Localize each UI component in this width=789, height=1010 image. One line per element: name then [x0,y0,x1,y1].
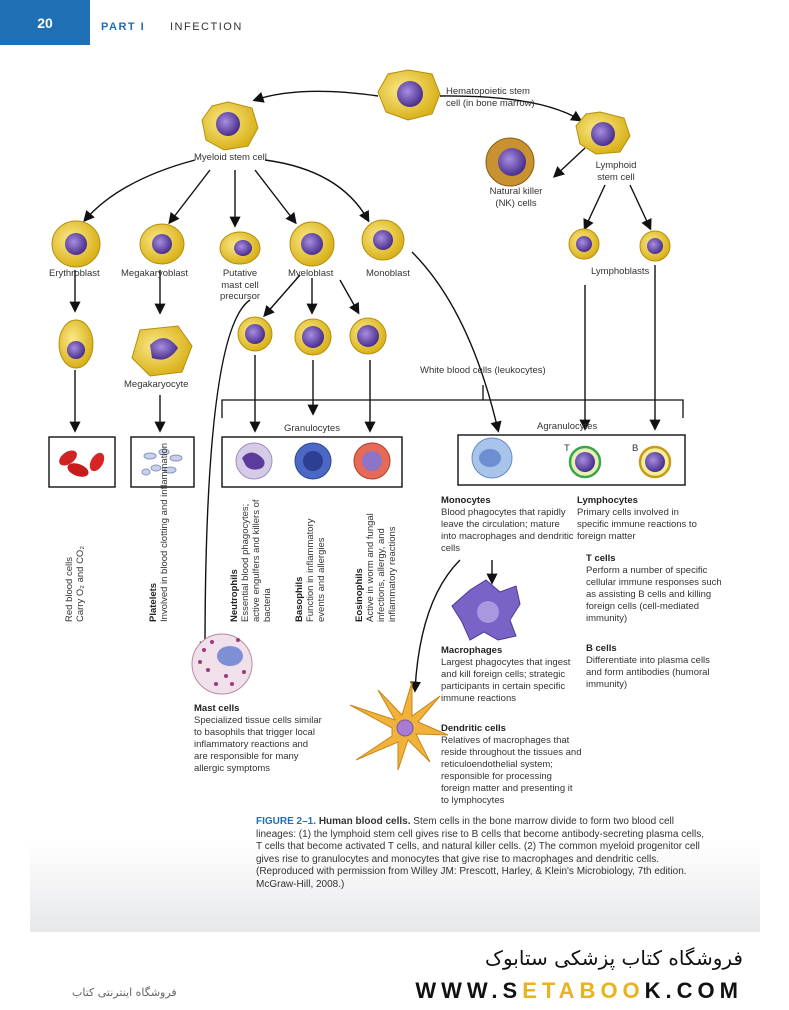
logo-tagline: فروشگاه اینترنتی کتاب [72,986,177,999]
label-b-marker: B [632,443,639,454]
label-wbc: White blood cells (leukocytes) [420,365,546,376]
label-putative-mast: Putative mast cell precursor [219,268,261,302]
dendritic-cell [349,681,449,771]
store-name: فروشگاه کتاب پزشکی ستابوک [485,946,743,970]
label-erythroblast: Erythroblast [49,268,100,279]
mast-precursor-cell [219,231,261,265]
eosinophil-cell [353,442,391,480]
lineage-arrows [69,90,661,693]
store-url[interactable]: WWW.SETABOOK.COM [415,978,743,1003]
label-agranulocytes: Agranulocytes [537,421,598,432]
page-number: 20 [0,0,90,45]
footer-banner [0,932,789,1010]
macrophage-cell [451,579,521,641]
monoblast-cell [361,219,405,261]
label-megakaryoblast: Megakaryoblast [121,268,189,279]
b-lymphocyte-cell [638,445,672,479]
platelets [141,448,183,476]
megakaryoblast-cell [139,223,185,265]
figure-title: Human blood cells. [318,816,411,827]
label-hsc: Hematopoietic stem cell (in bone marrow) [446,86,535,109]
myeloblast-cell [289,221,335,267]
chapter-label: INFECTION [170,21,243,33]
lymphoid-stem-cell [575,111,631,155]
label-nk: Natural killer (NK) cells [489,186,543,209]
basophil-cell [294,442,332,480]
mast-cell [191,633,253,695]
leukocyte-bracket [221,385,684,418]
label-megakaryocyte: Megakaryocyte [124,379,189,390]
part-label: PART I [101,21,146,33]
lymphoblast-cells [568,228,671,262]
red-blood-cells [59,450,105,477]
label-myeloid-stem: Myeloid stem cell [194,152,267,163]
label-t-marker: T [564,443,570,454]
t-lymphocyte-cell [568,445,602,479]
label-monoblast: Monoblast [366,268,410,279]
erythroblast-cell [51,220,101,268]
myeloid-stem-cell [201,101,259,151]
neutrophil-cell [235,442,273,480]
label-lymphoid-stem: Lymphoid stem cell [595,160,637,183]
promyelocyte-cells [237,316,387,356]
caption-shade [30,840,760,932]
label-lymphoblasts: Lymphoblasts [591,266,650,277]
hematopoietic-stem-cell [377,69,441,121]
figure-label: FIGURE 2–1. [256,816,317,827]
monocyte-cell [471,437,513,479]
figure-caption: FIGURE 2–1. Human blood cells. Stem cell… [256,816,708,891]
label-myeloblast: Myeloblast [288,268,334,279]
label-granulocytes: Granulocytes [284,423,340,434]
late-erythroblast-cell [58,319,94,369]
figure-text: Stem cells in the bone marrow divide to … [256,816,704,890]
page-header: 20 PART I INFECTION [0,0,789,48]
megakaryocyte-cell [131,325,193,377]
nk-cell [485,137,535,187]
